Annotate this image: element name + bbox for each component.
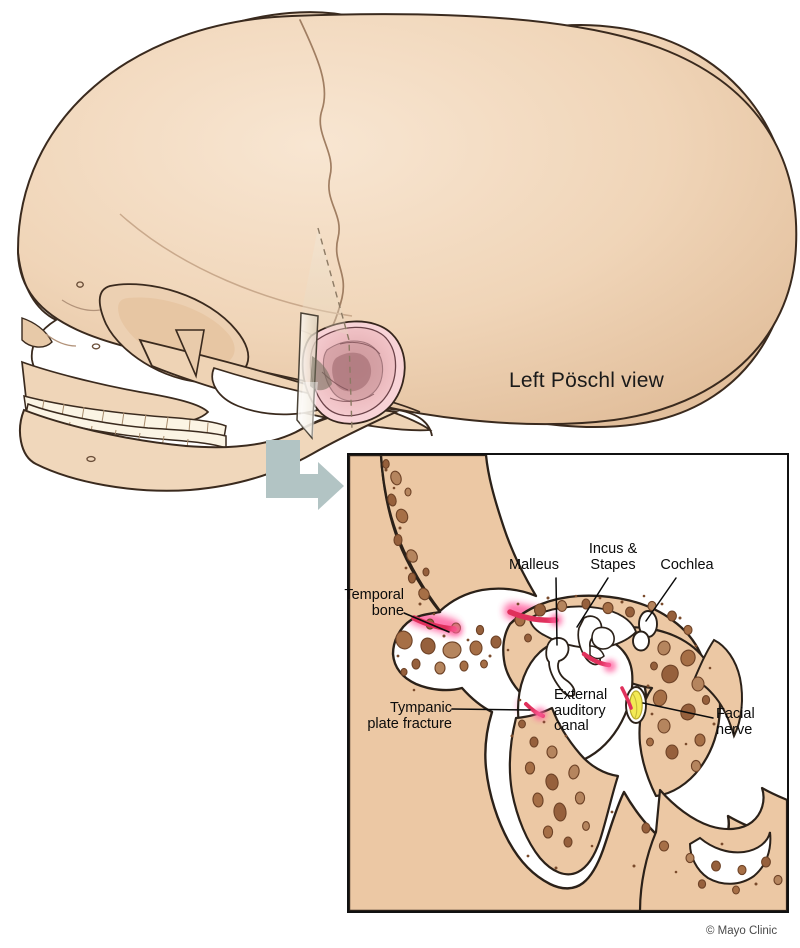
auricle-group	[301, 320, 406, 425]
label-temporal-bone: Temporal bone	[344, 587, 404, 619]
page-title: Left Pöschl view	[509, 369, 664, 392]
cochlea	[632, 610, 658, 652]
sphenoid-process	[174, 329, 205, 379]
label-incus-stapes: Incus & Stapes	[588, 541, 638, 573]
petrous-right-flange	[692, 638, 743, 739]
fracture-facial-canal	[620, 686, 633, 710]
frontal-detail-lines	[45, 299, 101, 347]
copyright-notice: © Mayo Clinic	[706, 925, 778, 937]
cutting-blade	[296, 312, 319, 440]
label-malleus: Malleus	[509, 557, 559, 573]
skull-group	[16, 11, 798, 492]
leader-tympanic-fracture	[451, 708, 531, 711]
leader-temporal-bone	[403, 612, 450, 633]
auricle-concha	[332, 352, 372, 392]
section-plane-group	[296, 227, 353, 440]
section-plane-wedge	[300, 228, 349, 335]
malleus	[545, 637, 576, 697]
magnify-arrow-icon	[266, 440, 344, 510]
label-cochlea: Cochlea	[660, 557, 714, 573]
label-facial-nerve: Facial nerve	[716, 706, 755, 738]
marrow-cavities	[382, 459, 783, 895]
suture-line	[299, 19, 345, 347]
label-external-auditory-canal: External auditory canal	[554, 687, 608, 734]
mental-foramen	[86, 455, 96, 463]
infraorbital-foramen	[91, 343, 101, 350]
nasal-aperture	[21, 317, 53, 348]
section-plane-dashed-edge	[317, 227, 353, 431]
label-tympanic-plate-fracture: Tympanic plate fracture	[367, 700, 452, 732]
leader-incus-stapes	[576, 577, 609, 628]
supraorbital-notch	[76, 281, 84, 288]
blade-shadow	[310, 356, 332, 391]
mandible	[19, 408, 400, 492]
mandibular-ramus	[295, 407, 433, 437]
leader-malleus	[555, 577, 558, 646]
leader-facial-nerve	[642, 702, 714, 719]
bone-pores	[384, 468, 758, 886]
leader-cochlea	[645, 577, 677, 622]
mastoid-process	[508, 706, 620, 876]
blade-lower-translucency	[300, 382, 318, 438]
